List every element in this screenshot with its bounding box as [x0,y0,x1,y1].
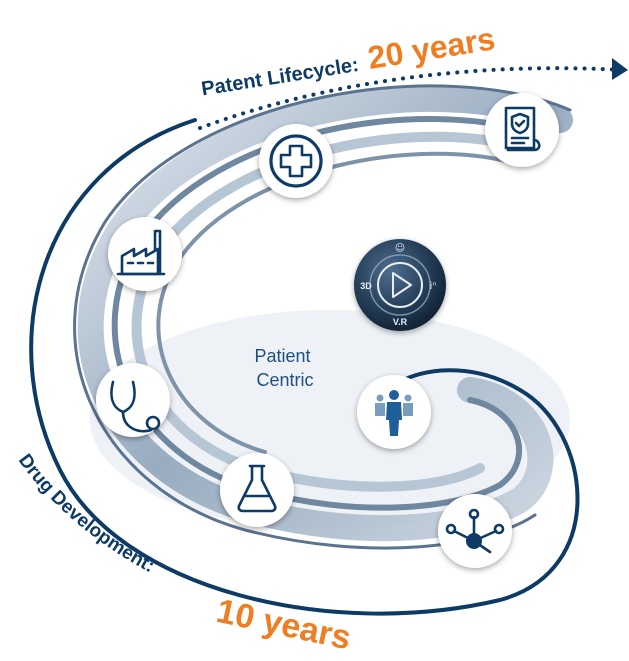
drug-development-value: 10 years [213,592,354,657]
compass-bottom-label: V.R [393,317,408,327]
patent-lifecycle-dotted-arrow [198,66,624,130]
factory-icon[interactable] [108,217,182,291]
flask-icon[interactable] [220,453,294,527]
compass-left-label: 3D [360,281,372,291]
certificate-scroll-icon[interactable] [485,93,559,167]
compass-play-icon[interactable]: ☺ 3D iⁿ V.R [354,239,446,331]
patient-centric-label: Patient Centric [254,346,315,390]
people-group-icon[interactable] [357,375,431,449]
stethoscope-icon[interactable] [96,363,170,437]
patent-lifecycle-value: 20 years [365,20,497,76]
patent-arrowhead [612,58,628,80]
molecule-network-icon[interactable] [438,494,512,568]
compass-top-label: ☺ [395,243,405,254]
compass-right-label: iⁿ [430,281,437,292]
hospital-cross-icon[interactable] [259,124,333,198]
drug-development-swoosh [29,118,580,616]
